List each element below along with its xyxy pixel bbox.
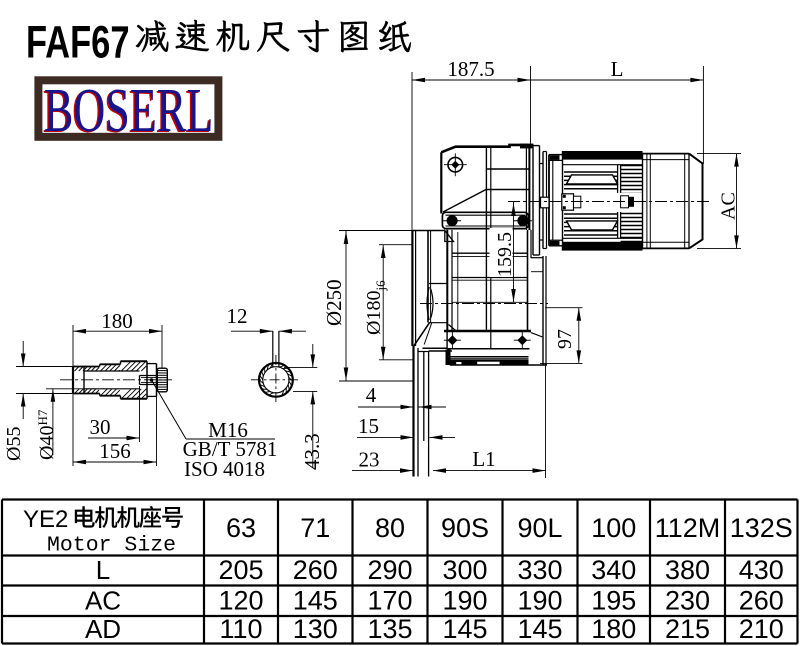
svg-text:BOSERL: BOSERL <box>44 77 214 145</box>
svg-text:260: 260 <box>739 586 784 616</box>
svg-text:100: 100 <box>591 513 636 543</box>
svg-text:71: 71 <box>300 513 330 543</box>
svg-text:L1: L1 <box>472 447 495 471</box>
svg-text:190: 190 <box>442 586 487 616</box>
svg-text:290: 290 <box>367 555 412 585</box>
svg-text:135: 135 <box>367 614 412 644</box>
svg-text:23: 23 <box>359 448 380 472</box>
svg-text:205: 205 <box>218 555 263 585</box>
svg-text:170: 170 <box>367 586 412 616</box>
svg-text:159.5: 159.5 <box>494 232 516 277</box>
svg-text:215: 215 <box>665 614 710 644</box>
svg-text:L: L <box>96 555 110 585</box>
svg-text:112M: 112M <box>655 513 721 543</box>
svg-text:FAF67: FAF67 <box>26 17 130 68</box>
svg-text:Ø250: Ø250 <box>322 279 346 326</box>
svg-text:145: 145 <box>442 614 487 644</box>
svg-text:145: 145 <box>293 586 338 616</box>
svg-text:195: 195 <box>591 586 636 616</box>
svg-text:430: 430 <box>739 555 784 585</box>
svg-text:180: 180 <box>591 614 636 644</box>
svg-text:130: 130 <box>293 614 338 644</box>
svg-text:187.5: 187.5 <box>447 57 494 81</box>
svg-text:145: 145 <box>517 614 562 644</box>
svg-text:ISO 4018: ISO 4018 <box>184 457 265 481</box>
svg-text:Ø40H7: Ø40H7 <box>35 409 58 460</box>
svg-text:190: 190 <box>517 586 562 616</box>
svg-text:63: 63 <box>226 513 256 543</box>
svg-text:GB/T 5781: GB/T 5781 <box>183 437 278 461</box>
svg-text:132S: 132S <box>730 513 793 543</box>
svg-text:110: 110 <box>219 614 262 644</box>
svg-text:210: 210 <box>739 614 784 644</box>
svg-text:12: 12 <box>227 304 248 328</box>
svg-text:180: 180 <box>101 309 133 333</box>
svg-text:90L: 90L <box>517 513 562 543</box>
svg-text:AC: AC <box>718 192 740 220</box>
svg-text:M16: M16 <box>208 418 248 442</box>
svg-text:90S: 90S <box>441 513 489 543</box>
svg-text:43.3: 43.3 <box>300 433 324 470</box>
svg-text:260: 260 <box>293 555 338 585</box>
svg-text:300: 300 <box>442 555 487 585</box>
svg-text:156: 156 <box>99 439 131 463</box>
svg-text:L: L <box>611 57 624 81</box>
svg-text:30: 30 <box>90 415 111 439</box>
svg-text:Ø55: Ø55 <box>3 427 25 461</box>
svg-text:AC: AC <box>85 586 121 616</box>
svg-text:Ø180j6: Ø180j6 <box>363 280 388 335</box>
svg-text:330: 330 <box>517 555 562 585</box>
svg-text:15: 15 <box>358 414 379 438</box>
svg-text:4: 4 <box>366 383 377 407</box>
svg-text:Motor Size: Motor Size <box>47 534 176 558</box>
svg-text:BOSERL: BOSERL <box>42 78 212 146</box>
svg-text:80: 80 <box>375 513 405 543</box>
svg-text:340: 340 <box>591 555 636 585</box>
svg-text:120: 120 <box>218 586 263 616</box>
svg-text:YE2: YE2 <box>23 506 68 533</box>
svg-text:380: 380 <box>665 555 710 585</box>
svg-text:97: 97 <box>554 329 576 349</box>
svg-text:AD: AD <box>85 614 121 644</box>
svg-text:230: 230 <box>665 586 710 616</box>
